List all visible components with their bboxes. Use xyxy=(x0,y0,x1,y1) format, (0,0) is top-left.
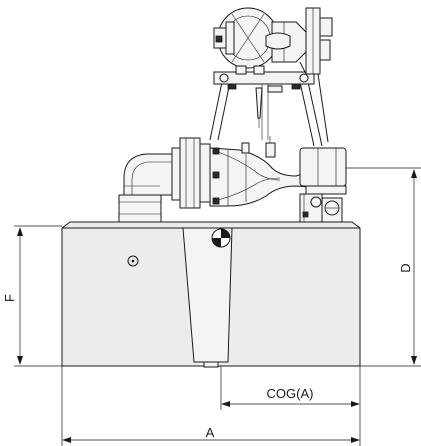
dimension-f xyxy=(14,225,62,367)
label-d: D xyxy=(398,263,413,272)
elbow-pipe xyxy=(118,137,211,223)
top-actuator xyxy=(213,7,333,143)
label-cog: COG(A) xyxy=(267,386,314,401)
label-a: A xyxy=(206,425,215,440)
tank-center-housing xyxy=(182,227,233,368)
upper-frame xyxy=(209,71,323,147)
tank-marker-icon xyxy=(127,255,139,267)
lower-bracket xyxy=(299,193,343,223)
motor-cylinder xyxy=(299,147,347,195)
dimension-cog xyxy=(220,366,361,446)
dimension-a xyxy=(61,366,360,446)
dimension-d xyxy=(346,167,421,367)
label-f: F xyxy=(2,294,17,302)
cog-icon xyxy=(211,228,231,248)
